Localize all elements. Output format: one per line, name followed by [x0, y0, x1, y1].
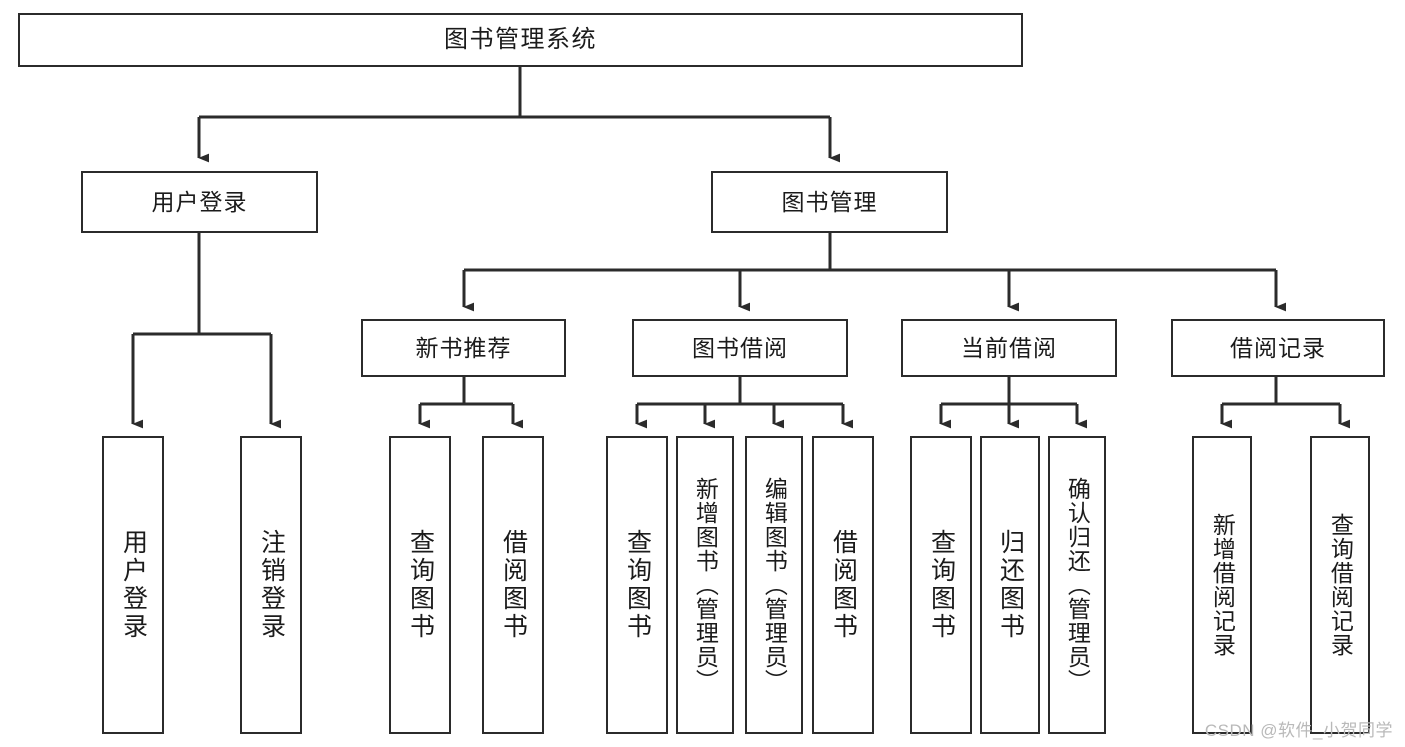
node-book-manage[interactable]: 图书管理 [711, 171, 948, 233]
node-user-login-label: 用户登录 [151, 188, 248, 215]
node-leaf-borrow-book-2-label: 借阅图书 [829, 529, 858, 641]
node-leaf-add-book[interactable]: 新增图书（管理员） [676, 436, 734, 734]
node-leaf-edit-book[interactable]: 编辑图书（管理员） [745, 436, 803, 734]
node-current-borrow[interactable]: 当前借阅 [901, 319, 1117, 377]
node-leaf-query-book-3-label: 查询图书 [927, 529, 956, 641]
node-book-manage-label: 图书管理 [781, 188, 878, 215]
node-new-book-rec[interactable]: 新书推荐 [361, 319, 566, 377]
node-leaf-return-book-label: 归还图书 [996, 529, 1025, 641]
node-leaf-logout[interactable]: 注销登录 [240, 436, 302, 734]
node-leaf-add-record-label: 新增借阅记录 [1209, 513, 1236, 657]
node-leaf-logout-label: 注销登录 [257, 529, 286, 641]
node-leaf-query-book-2[interactable]: 查询图书 [606, 436, 668, 734]
node-leaf-query-record[interactable]: 查询借阅记录 [1310, 436, 1370, 734]
node-leaf-add-book-label: 新增图书（管理员） [692, 477, 719, 693]
node-leaf-user-login[interactable]: 用户登录 [102, 436, 164, 734]
node-user-login[interactable]: 用户登录 [81, 171, 318, 233]
node-new-book-rec-label: 新书推荐 [415, 334, 512, 361]
node-borrow-record-label: 借阅记录 [1230, 334, 1326, 361]
node-leaf-borrow-book-1-label: 借阅图书 [499, 529, 528, 641]
node-leaf-query-book-1-label: 查询图书 [406, 529, 435, 641]
node-leaf-confirm-return[interactable]: 确认归还（管理员） [1048, 436, 1106, 734]
node-book-borrow[interactable]: 图书借阅 [632, 319, 848, 377]
node-book-borrow-label: 图书借阅 [692, 334, 788, 361]
node-leaf-query-book-2-label: 查询图书 [623, 529, 652, 641]
node-borrow-record[interactable]: 借阅记录 [1171, 319, 1385, 377]
node-leaf-query-record-label: 查询借阅记录 [1327, 513, 1354, 657]
node-root-label: 图书管理系统 [444, 26, 597, 54]
node-current-borrow-label: 当前借阅 [961, 334, 1057, 361]
node-root[interactable]: 图书管理系统 [18, 13, 1023, 67]
node-leaf-query-book-3[interactable]: 查询图书 [910, 436, 972, 734]
node-leaf-edit-book-label: 编辑图书（管理员） [761, 477, 788, 693]
node-leaf-confirm-return-label: 确认归还（管理员） [1064, 477, 1091, 693]
csdn-watermark: CSDN @软件_小贺同学 [1204, 721, 1393, 740]
node-leaf-borrow-book-1[interactable]: 借阅图书 [482, 436, 544, 734]
node-leaf-return-book[interactable]: 归还图书 [980, 436, 1040, 734]
node-leaf-add-record[interactable]: 新增借阅记录 [1192, 436, 1252, 734]
node-leaf-query-book-1[interactable]: 查询图书 [389, 436, 451, 734]
node-leaf-user-login-label: 用户登录 [119, 529, 148, 641]
node-leaf-borrow-book-2[interactable]: 借阅图书 [812, 436, 874, 734]
